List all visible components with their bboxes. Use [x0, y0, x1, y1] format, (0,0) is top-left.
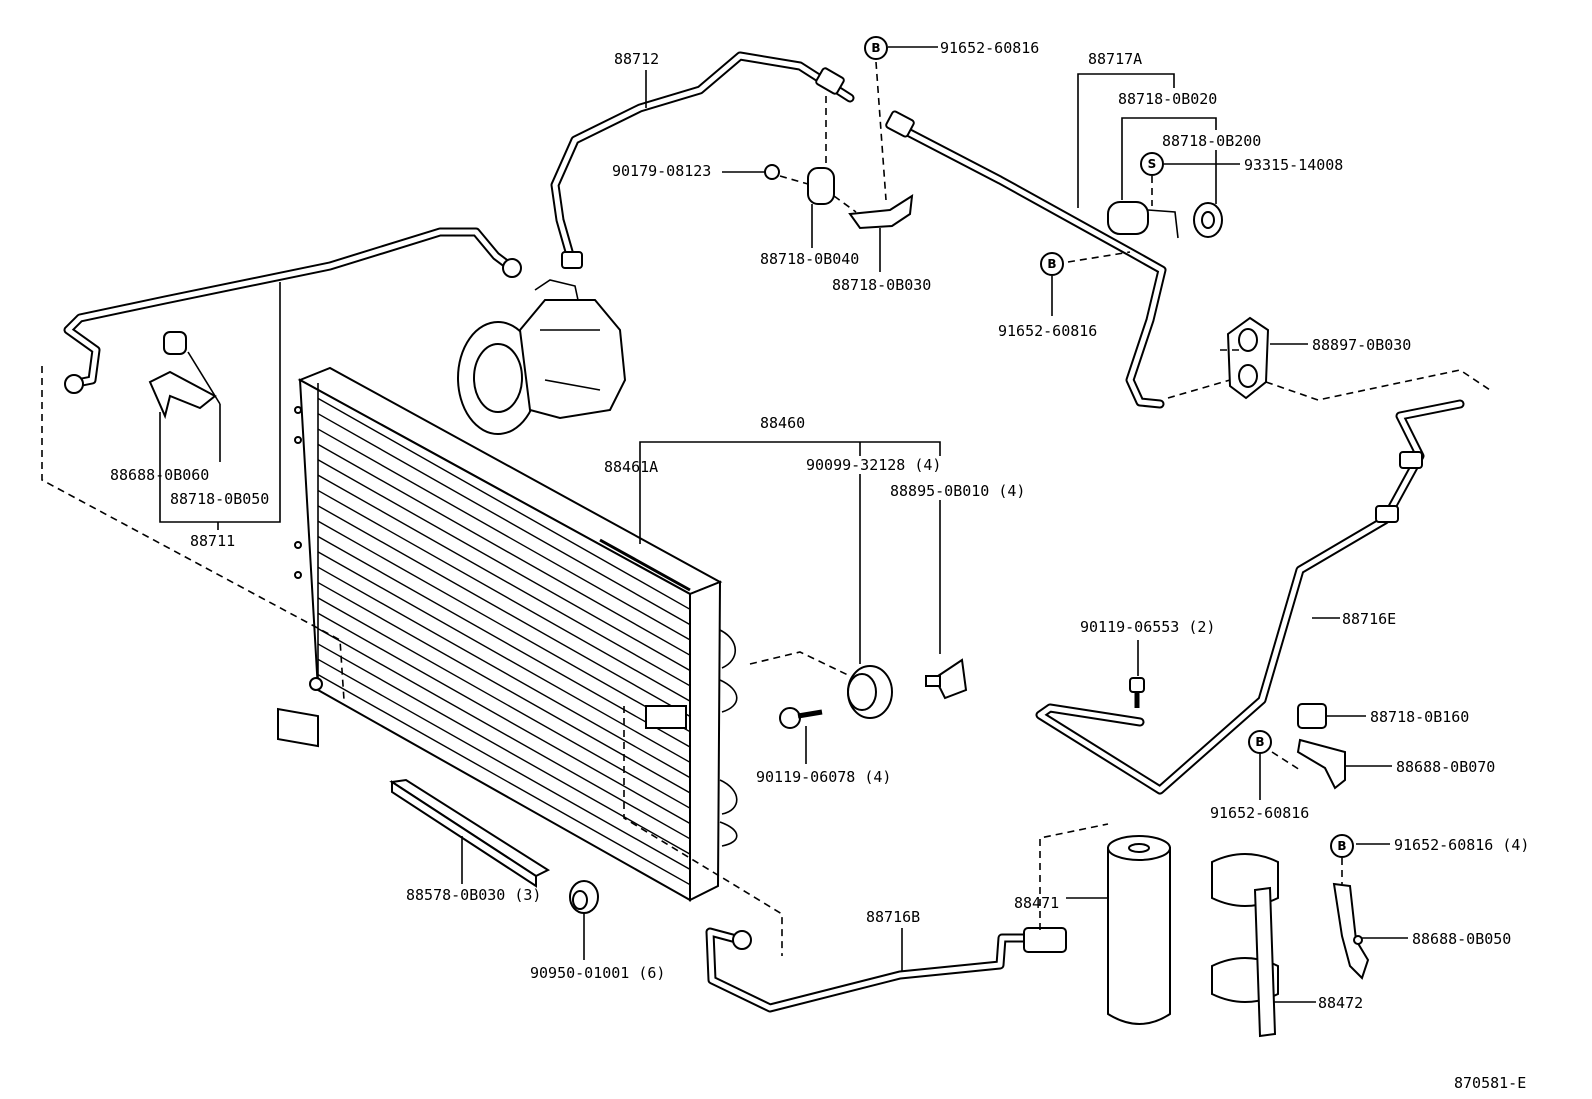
condenser-fin	[317, 612, 691, 825]
condenser-fin	[317, 581, 691, 794]
bracket-88688-0b050	[1332, 882, 1370, 980]
svg-text:B: B	[1047, 257, 1056, 271]
cushion-88718-0b200	[1193, 202, 1223, 238]
callout-88895-0b010: 88895-0B010 (4)	[890, 482, 1025, 500]
badge-b-low: B	[1248, 730, 1272, 754]
clamp-88718-0b160	[1297, 703, 1327, 729]
pipe-88717a	[885, 110, 1167, 409]
bracket-88688-0b060	[148, 370, 217, 420]
condenser-fin	[317, 658, 691, 871]
callout-91652-60816-low: 91652-60816	[1210, 804, 1309, 822]
callout-88578-0b030: 88578-0B030 (3)	[406, 886, 541, 904]
condenser-fin	[317, 566, 691, 779]
callout-88471: 88471	[1014, 894, 1059, 912]
callout-88688-0b070: 88688-0B070	[1396, 758, 1495, 776]
condenser-fin	[317, 520, 691, 733]
leader-lines	[41, 46, 1491, 1003]
clamp-88718-0b050	[163, 331, 187, 355]
condenser-fin	[317, 489, 691, 702]
badge-s: S	[1140, 152, 1164, 176]
callout-88460: 88460	[760, 414, 805, 432]
condenser-fin	[317, 551, 691, 763]
svg-text:S: S	[1148, 157, 1157, 171]
condenser-fin	[317, 413, 691, 626]
cushion-88718-0b020	[1107, 201, 1179, 239]
condenser-fin	[317, 643, 691, 855]
seal-88578-0b030	[389, 778, 551, 888]
clamp-88718-0b040	[807, 167, 835, 205]
plate-88897-0b030	[1226, 316, 1270, 400]
callout-90119-06553: 90119-06553 (2)	[1080, 618, 1215, 636]
condenser-fin	[317, 597, 691, 809]
badge-b-mid: B	[1040, 252, 1064, 276]
callout-88688-0b050: 88688-0B050	[1412, 930, 1511, 948]
callout-88461a: 88461A	[604, 458, 658, 476]
condenser-fin	[317, 535, 691, 748]
callout-88718-0b160: 88718-0B160	[1370, 708, 1469, 726]
callout-93315-14008: 93315-14008	[1244, 156, 1343, 174]
condenser-fin	[317, 505, 691, 718]
bracket-88718-0b030	[848, 194, 914, 230]
badge-b-four: B	[1330, 834, 1354, 858]
condenser-fin	[317, 627, 691, 840]
condenser-fin	[317, 459, 691, 672]
callout-90950-01001: 90950-01001 (6)	[530, 964, 665, 982]
condenser-assembly	[277, 366, 738, 902]
pin-88895-0b010	[925, 658, 968, 700]
receiver-88471	[1107, 835, 1171, 1025]
grommet-90950-01001	[569, 880, 599, 914]
condenser-fin	[317, 443, 691, 656]
badge-b-top: B	[864, 36, 888, 60]
callout-88712: 88712	[614, 50, 659, 68]
pipe-88716b	[705, 927, 1067, 1013]
bracket-88688-0b070	[1296, 738, 1346, 790]
catalog-code: 870581-E	[1454, 1074, 1526, 1092]
svg-text:B: B	[1255, 735, 1264, 749]
bolt-90119-06078	[779, 707, 823, 729]
callout-88718-0b040: 88718-0B040	[760, 250, 859, 268]
callout-90099-32128: 90099-32128 (4)	[806, 456, 941, 474]
callout-88718-0b030: 88718-0B030	[832, 276, 931, 294]
callout-90179-08123: 90179-08123	[612, 162, 711, 180]
pipe-88712	[550, 51, 855, 269]
condenser-fin	[317, 428, 691, 641]
callout-88472: 88472	[1318, 994, 1363, 1012]
callout-88688-0b060: 88688-0B060	[110, 466, 209, 484]
callout-91652-60816-four: 91652-60816 (4)	[1394, 836, 1529, 854]
condenser-fin	[317, 397, 691, 610]
callout-88897-0b030: 88897-0B030	[1312, 336, 1411, 354]
clip-90179-08123	[764, 164, 780, 180]
bracket-88472	[1211, 853, 1279, 1038]
callout-88716b: 88716B	[866, 908, 920, 926]
callout-88711: 88711	[190, 532, 235, 550]
compressor	[457, 279, 627, 435]
condenser-fin	[317, 474, 691, 687]
pipe-88716e	[1035, 399, 1465, 795]
callout-88716e: 88716E	[1342, 610, 1396, 628]
callout-90119-06078: 90119-06078 (4)	[756, 768, 891, 786]
callout-88718-0b020: 88718-0B020	[1118, 90, 1217, 108]
bolt-90119-06553	[1129, 677, 1145, 708]
callout-88718-0b050: 88718-0B050	[170, 490, 269, 508]
condenser-fin	[317, 674, 691, 886]
pipe-88711	[63, 227, 522, 394]
callout-91652-60816-top: 91652-60816	[940, 39, 1039, 57]
callout-88718-0b200: 88718-0B200	[1162, 132, 1261, 150]
callout-91652-60816-mid: 91652-60816	[998, 322, 1097, 340]
svg-text:B: B	[1337, 839, 1346, 853]
svg-text:B: B	[871, 41, 880, 55]
callout-88717a: 88717A	[1088, 50, 1142, 68]
cushion-90099-32128	[847, 665, 893, 719]
